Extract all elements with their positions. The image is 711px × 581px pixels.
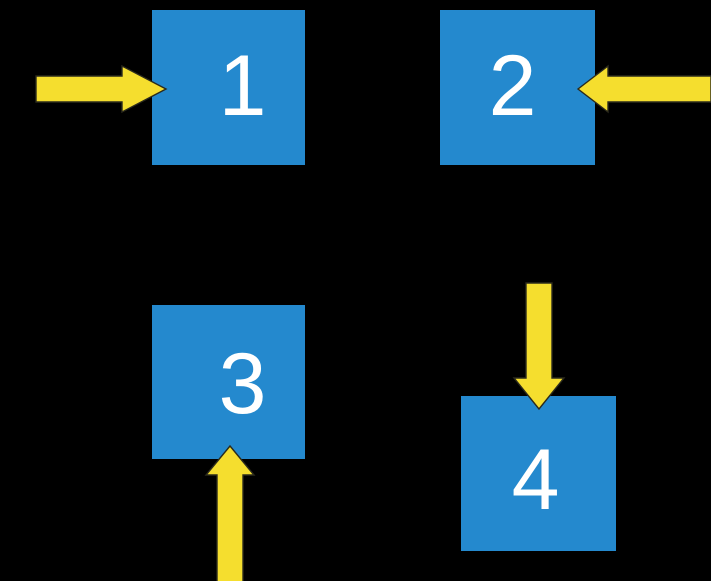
node-label-2: 2 [488,37,537,134]
arrow-right-shape [35,64,168,114]
arrow-up-shape [204,444,256,581]
node-box-1[interactable]: 1 [152,10,305,165]
node-label-3: 3 [218,336,267,432]
node-label-4: 4 [511,431,560,528]
node-box-4[interactable]: 4 [461,396,616,551]
arrow-down-icon-into-node-4 [512,282,566,411]
arrow-left-shape [576,64,711,114]
node-box-3[interactable]: 3 [152,305,305,459]
arrow-down-shape [512,282,566,411]
arrow-left-icon-into-node-2 [576,64,711,114]
arrow-up-icon-into-node-3 [204,444,256,581]
node-box-2[interactable]: 2 [440,10,595,165]
node-label-1: 1 [218,37,267,134]
arrow-right-icon-into-node-1 [35,64,168,114]
